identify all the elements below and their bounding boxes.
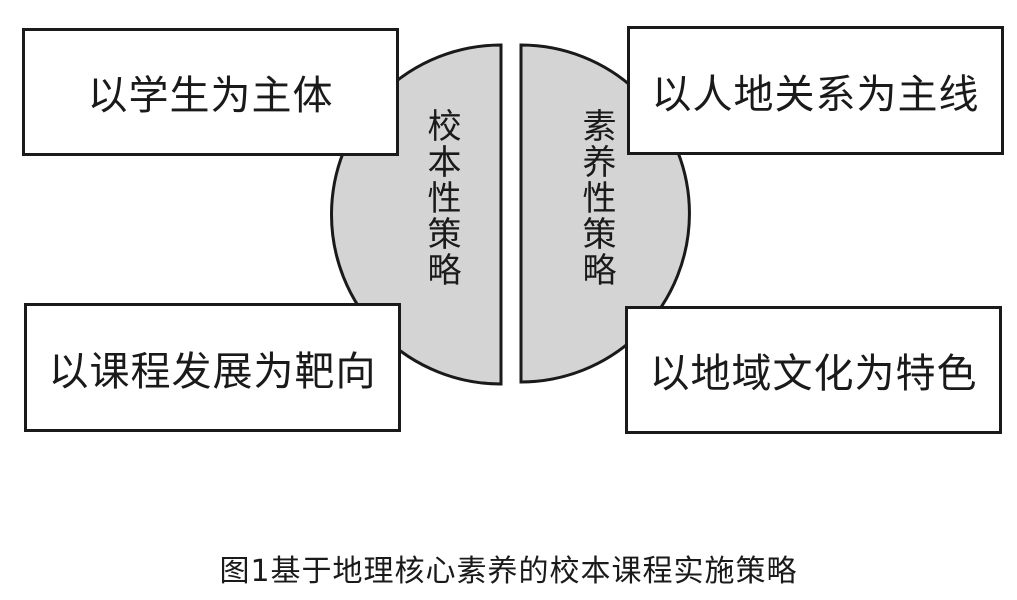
figure-caption: 图1基于地理核心素养的校本课程实施策略 [219,554,798,589]
box-student-centered-label: 以学生为主体 [87,73,334,119]
box-regional-culture: 以地域文化为特色 [625,306,1002,434]
box-human-land-relation: 以人地关系为主线 [627,26,1004,155]
box-curriculum-development-label: 以课程发展为靶向 [48,348,377,395]
literacy-strategy-label: 素养性策略 [576,108,616,288]
box-student-centered: 以学生为主体 [22,28,399,156]
box-curriculum-development: 以课程发展为靶向 [24,303,401,432]
box-human-land-relation-label: 以人地关系为主线 [651,71,980,118]
school-based-strategy-label: 校本性策略 [421,108,461,288]
box-regional-culture-label: 以地域文化为特色 [649,351,978,397]
